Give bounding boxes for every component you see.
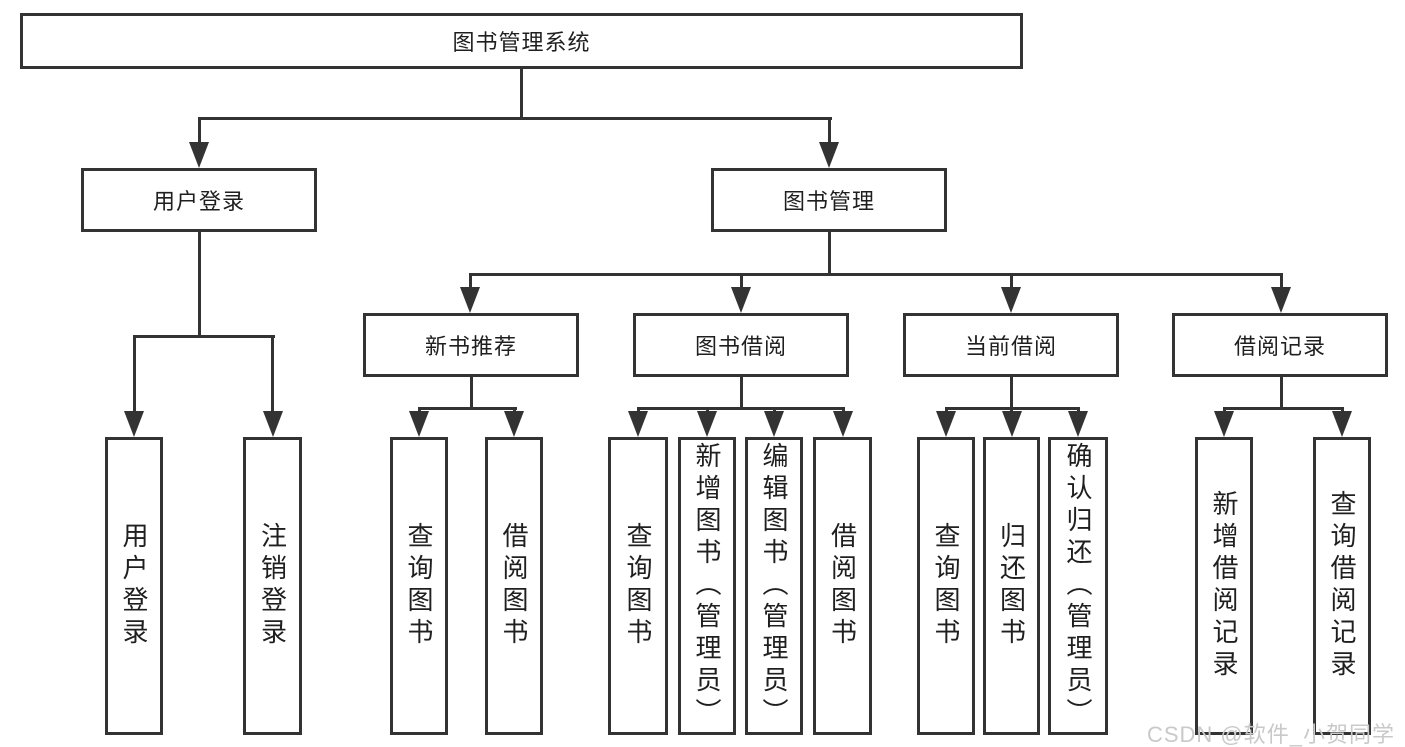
leaf-bb-add-books-label: 新增图书（管理员） bbox=[692, 442, 722, 730]
arrow-to-rec-query bbox=[1332, 407, 1352, 437]
connector-new-books-hline bbox=[417, 407, 517, 410]
leaf-cb-query-books-label: 查询图书 bbox=[931, 522, 961, 650]
arrow-to-cb-return bbox=[1001, 407, 1022, 437]
leaf-bb-borrow-books-label: 借阅图书 bbox=[827, 522, 858, 650]
connector-book-borrow-hline bbox=[636, 407, 845, 410]
watermark: CSDN @软件_小贺同学 bbox=[1146, 722, 1395, 747]
node-borrow-records: 借阅记录 bbox=[1172, 313, 1388, 377]
node-user-login: 用户登录 bbox=[81, 168, 317, 232]
arrow-to-current-borrow bbox=[1001, 273, 1021, 313]
leaf-nb-borrow-books: 借阅图书 bbox=[485, 437, 543, 735]
node-book-management: 图书管理 bbox=[711, 168, 947, 232]
leaf-user-login: 用户登录 bbox=[105, 437, 163, 735]
leaf-rec-query-record-label: 查询借阅记录 bbox=[1327, 490, 1357, 682]
connector-current-borrow-vline bbox=[1009, 377, 1013, 409]
node-book-borrow: 图书借阅 bbox=[633, 313, 849, 377]
node-new-books: 新书推荐 bbox=[363, 313, 579, 377]
leaf-logout-label: 注销登录 bbox=[257, 522, 288, 650]
node-user-login-label: 用户登录 bbox=[152, 189, 245, 214]
arrow-to-login bbox=[124, 335, 144, 437]
connector-root-vline bbox=[519, 69, 523, 119]
leaf-rec-add-record: 新增借阅记录 bbox=[1195, 437, 1253, 735]
leaf-nb-borrow-books-label: 借阅图书 bbox=[499, 522, 529, 650]
leaf-logout: 注销登录 bbox=[243, 437, 302, 735]
connector-root-hline bbox=[197, 117, 832, 120]
node-current-borrow: 当前借阅 bbox=[903, 313, 1119, 377]
leaf-rec-query-record: 查询借阅记录 bbox=[1313, 437, 1371, 735]
arrow-to-book-management bbox=[819, 117, 839, 168]
arrow-to-nb-borrow bbox=[504, 407, 524, 437]
leaf-bb-edit-books: 编辑图书（管理员） bbox=[745, 437, 803, 735]
leaf-nb-query-books-label: 查询图书 bbox=[404, 522, 434, 650]
connector-borrow-records-hline bbox=[1222, 407, 1344, 410]
leaf-bb-add-books: 新增图书（管理员） bbox=[678, 437, 736, 735]
arrow-to-bb-borrow bbox=[833, 407, 853, 437]
arrow-to-cb-confirm bbox=[1068, 407, 1088, 437]
node-book-borrow-label: 图书借阅 bbox=[694, 334, 787, 359]
leaf-cb-return-books: 归还图书 bbox=[983, 437, 1040, 735]
connector-user-login-vline bbox=[197, 232, 201, 337]
arrow-to-bb-query bbox=[628, 407, 648, 437]
arrow-to-user-login bbox=[189, 117, 209, 168]
leaf-cb-confirm-return: 确认归还（管理员） bbox=[1048, 437, 1108, 735]
leaf-rec-add-record-label: 新增借阅记录 bbox=[1209, 490, 1239, 682]
node-root-label: 图书管理系统 bbox=[452, 30, 591, 55]
leaf-user-login-label: 用户登录 bbox=[119, 522, 149, 650]
leaf-bb-edit-books-label: 编辑图书（管理员） bbox=[759, 442, 789, 730]
connector-new-books-vline bbox=[469, 377, 473, 409]
arrow-to-nb-query bbox=[409, 407, 429, 437]
leaf-cb-return-books-label: 归还图书 bbox=[996, 522, 1027, 650]
arrow-to-rec-add bbox=[1214, 407, 1234, 437]
leaf-bb-query-books: 查询图书 bbox=[608, 437, 668, 735]
leaf-cb-confirm-return-label: 确认归还（管理员） bbox=[1063, 442, 1093, 730]
arrow-to-new-books bbox=[460, 273, 480, 313]
leaf-cb-query-books: 查询图书 bbox=[917, 437, 975, 735]
arrow-to-book-borrow bbox=[731, 273, 751, 313]
connector-user-login-hline bbox=[132, 335, 275, 338]
leaf-nb-query-books: 查询图书 bbox=[390, 437, 448, 735]
node-borrow-records-label: 借阅记录 bbox=[1233, 334, 1326, 359]
connector-borrow-records-vline bbox=[1279, 377, 1283, 409]
node-new-books-label: 新书推荐 bbox=[424, 334, 517, 359]
leaf-bb-query-books-label: 查询图书 bbox=[623, 522, 653, 650]
arrow-to-bb-edit bbox=[764, 407, 784, 437]
node-root: 图书管理系统 bbox=[20, 13, 1023, 69]
arrow-to-bb-add bbox=[697, 407, 717, 437]
node-book-management-label: 图书管理 bbox=[782, 189, 875, 214]
node-current-borrow-label: 当前借阅 bbox=[964, 334, 1057, 359]
connector-book-management-vline bbox=[827, 232, 831, 275]
connector-book-borrow-vline bbox=[739, 377, 743, 409]
arrow-to-cb-query bbox=[936, 407, 956, 437]
arrow-to-borrow-records bbox=[1271, 273, 1291, 313]
connector-book-management-hline bbox=[468, 273, 1283, 276]
arrow-to-logout bbox=[262, 335, 283, 437]
leaf-bb-borrow-books: 借阅图书 bbox=[813, 437, 872, 735]
